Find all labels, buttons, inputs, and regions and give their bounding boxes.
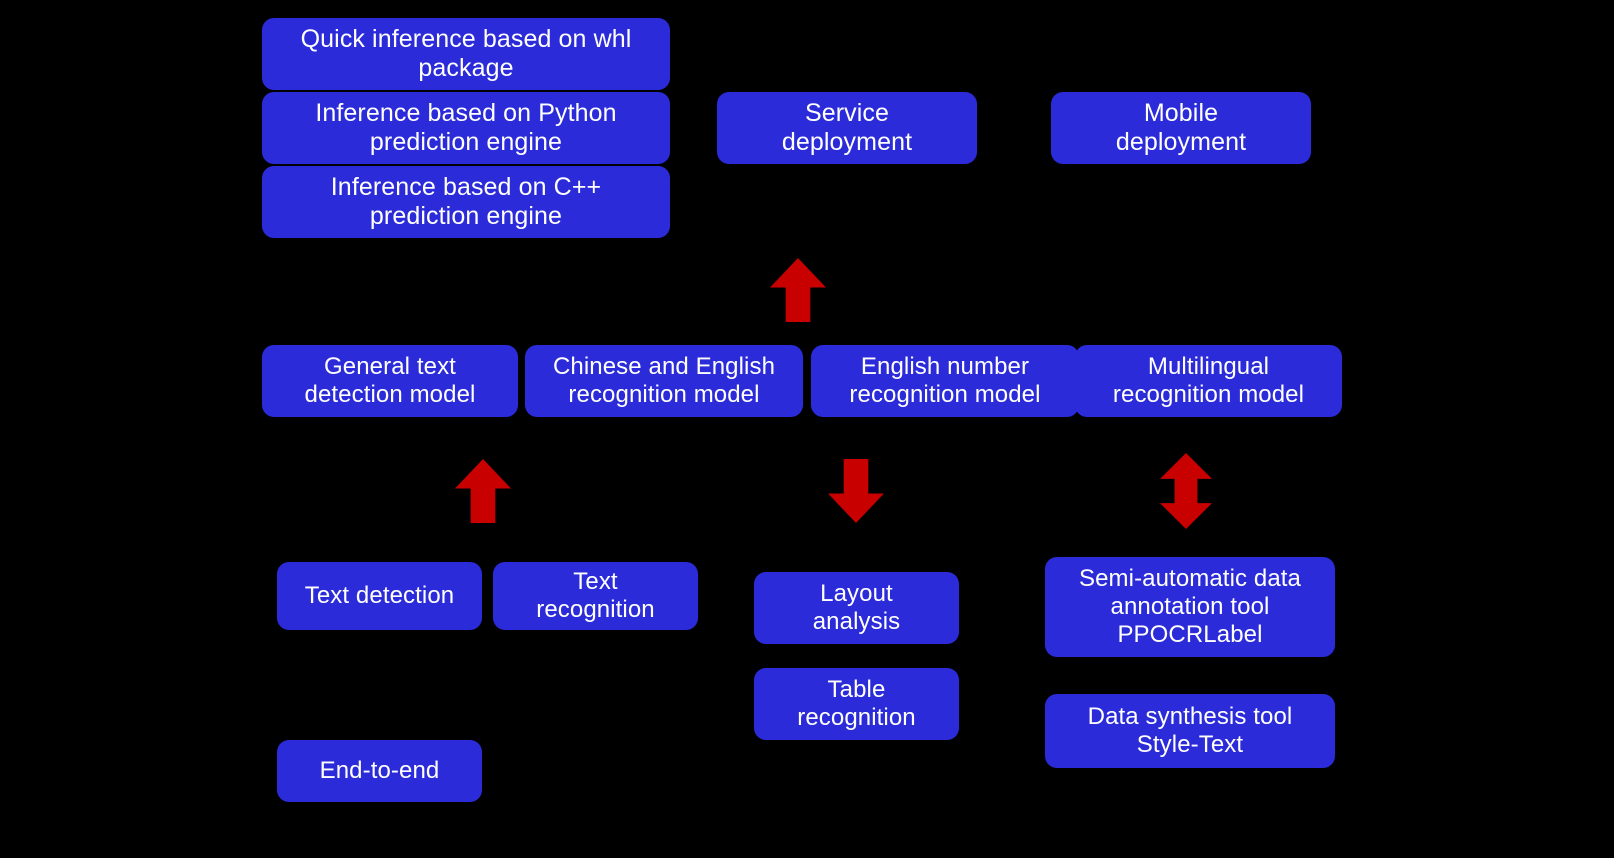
arrow-models-tools-bidirectional <box>1160 453 1212 529</box>
node-chinese-english-recognition-model[interactable]: Chinese and English recognition model <box>525 345 803 417</box>
node-english-number-recognition-model[interactable]: English number recognition model <box>811 345 1079 417</box>
node-python-inference[interactable]: Inference based on Python prediction eng… <box>262 92 670 164</box>
node-cpp-inference[interactable]: Inference based on C++ prediction engine <box>262 166 670 238</box>
node-ppocrlabel[interactable]: Semi-automatic data annotation tool PPOC… <box>1045 557 1335 657</box>
node-general-text-detection-model[interactable]: General text detection model <box>262 345 518 417</box>
node-multilingual-recognition-model[interactable]: Multilingual recognition model <box>1075 345 1342 417</box>
node-service-deployment[interactable]: Service deployment <box>717 92 977 164</box>
node-style-text[interactable]: Data synthesis tool Style-Text <box>1045 694 1335 768</box>
node-layout-analysis[interactable]: Layout analysis <box>754 572 959 644</box>
node-text-recognition[interactable]: Text recognition <box>493 562 698 630</box>
arrow-models-to-deployment <box>770 258 826 322</box>
node-text-detection[interactable]: Text detection <box>277 562 482 630</box>
arrow-models-to-layout <box>828 459 884 523</box>
node-table-recognition[interactable]: Table recognition <box>754 668 959 740</box>
node-end-to-end[interactable]: End-to-end <box>277 740 482 802</box>
node-mobile-deployment[interactable]: Mobile deployment <box>1051 92 1311 164</box>
node-whl-inference[interactable]: Quick inference based on whl package <box>262 18 670 90</box>
arrow-algorithms-to-models <box>455 459 511 523</box>
